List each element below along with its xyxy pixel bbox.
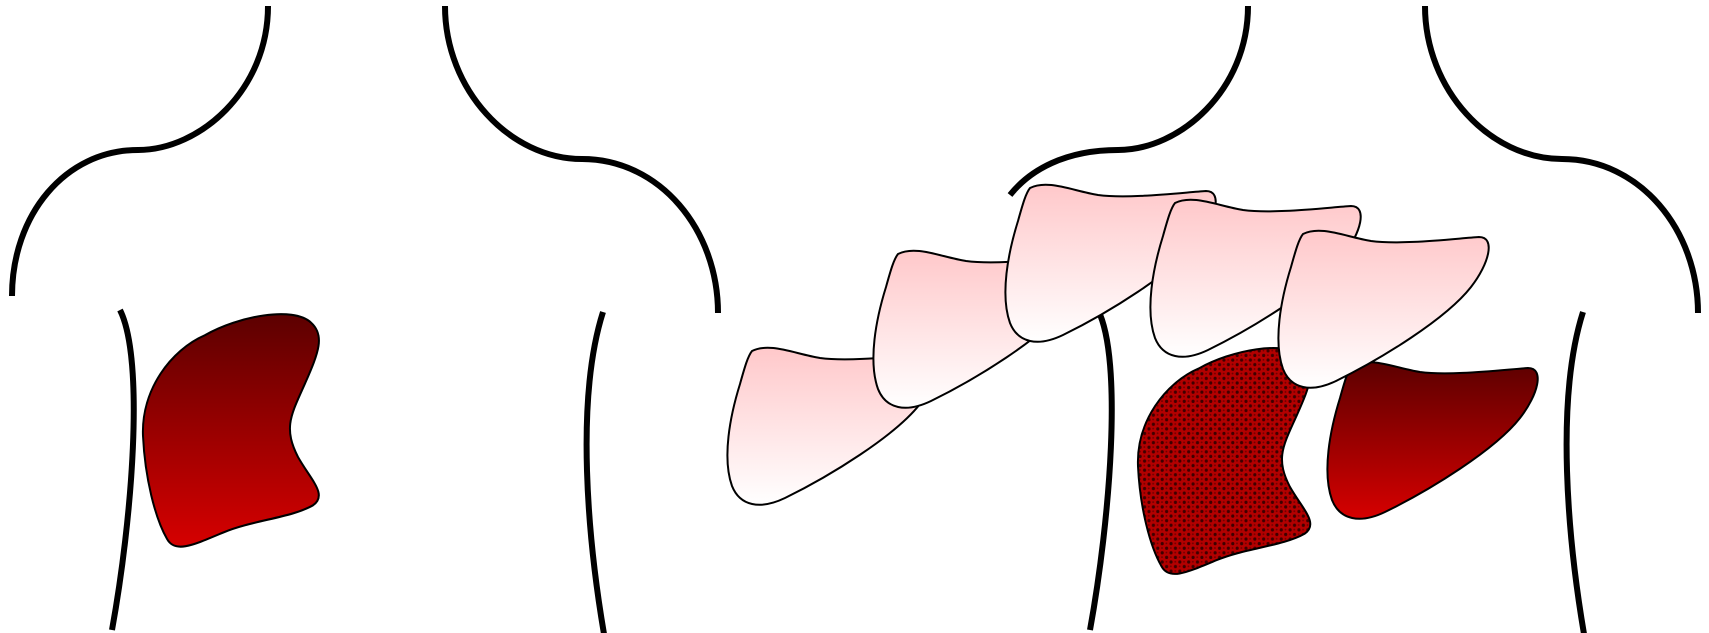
diseased-organ	[1138, 348, 1311, 574]
healthy-organ	[143, 314, 319, 547]
body-after-left-shoulder	[1010, 6, 1248, 195]
body-before	[12, 6, 718, 633]
transplanted-organ	[1327, 362, 1537, 519]
body-after-left-side	[1090, 310, 1112, 630]
body-before-left-shoulder	[12, 6, 268, 296]
body-before-right-side	[587, 312, 604, 633]
body-after-right-side	[1567, 312, 1584, 633]
body-before-right-shoulder	[445, 6, 718, 313]
body-before-left-side	[112, 310, 134, 630]
